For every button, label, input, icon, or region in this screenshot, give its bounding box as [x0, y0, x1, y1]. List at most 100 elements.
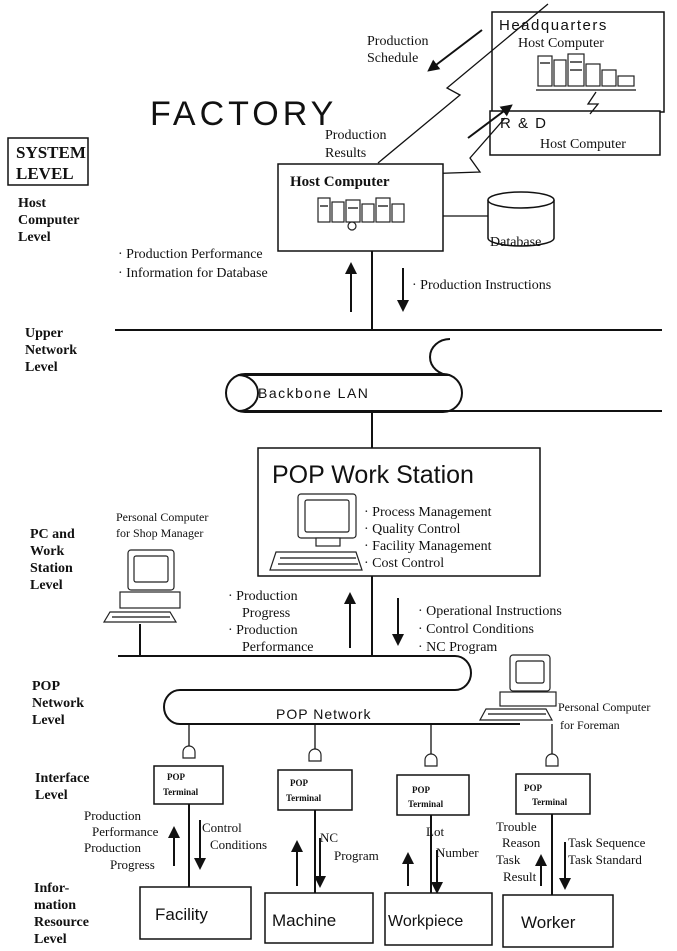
svg-text:Resource: Resource	[34, 915, 89, 930]
svg-text:Level: Level	[34, 932, 67, 947]
shop-manager-pc-line-2: for Shop Manager	[116, 526, 203, 540]
pop-terminal-1: POP Terminal	[153, 724, 224, 805]
headquarters-subtitle: Host Computer	[518, 36, 604, 51]
backbone-lan: Backbone LAN	[115, 329, 662, 413]
workpiece-down-text: Lot Number	[426, 824, 479, 860]
host-computer-icon	[317, 197, 405, 231]
level-label-interface: Interface Level	[35, 771, 89, 803]
svg-text:Work: Work	[30, 544, 64, 559]
svg-text:Terminal: Terminal	[408, 799, 444, 809]
resource-worker: Worker	[502, 894, 614, 948]
resource-workpiece: Workpiece	[384, 892, 493, 946]
workstation-function-2: · Quality Control	[364, 522, 461, 537]
pop-network: POP Network	[118, 655, 520, 725]
svg-text:Conditions: Conditions	[210, 837, 267, 852]
svg-text:NC: NC	[320, 830, 338, 845]
level-label-information-resource: Infor- mation Resource Level	[34, 881, 89, 947]
svg-text:Infor-: Infor-	[34, 881, 70, 896]
workstation-function-1: · Process Management	[364, 505, 492, 520]
svg-text:Progress: Progress	[242, 606, 290, 621]
svg-text:Progress: Progress	[110, 857, 155, 872]
workstation-computer-icon	[269, 493, 363, 571]
headquarters-title: Headquarters	[499, 17, 608, 34]
svg-text:Task Standard: Task Standard	[568, 852, 642, 867]
system-level-box: SYSTEM LEVEL	[7, 137, 89, 186]
svg-text:Workpiece: Workpiece	[388, 913, 463, 930]
workstation-up-items: · Production Progress · Production Perfo…	[228, 589, 314, 655]
pop-workstation-box: POP Work Station · Process Management · …	[257, 447, 541, 577]
foreman-pc-line-2: for Foreman	[560, 718, 620, 732]
production-results-line-2: Results	[325, 146, 366, 161]
link-hq-to-rnd	[586, 91, 600, 115]
svg-text:Task: Task	[496, 852, 521, 867]
level-label-pc-workstation: PC and Work Station Level	[30, 527, 75, 593]
headquarters-box: Headquarters Host Computer	[491, 11, 665, 113]
svg-text:Level: Level	[18, 230, 51, 245]
pop-network-label: POP Network	[276, 706, 372, 722]
resource-machine: Machine	[264, 892, 374, 944]
host-computer-box: Host Computer	[277, 163, 444, 252]
svg-text:· NC Program: · NC Program	[418, 640, 497, 655]
svg-text:Level: Level	[25, 360, 58, 375]
workstation-function-3: · Facility Management	[364, 539, 492, 554]
svg-text:PC and: PC and	[30, 527, 75, 542]
production-results-arrow	[467, 104, 513, 139]
svg-text:Station: Station	[30, 561, 73, 576]
svg-text:Worker: Worker	[521, 913, 576, 932]
production-results-line-1: Production	[325, 128, 386, 143]
system-level-line-1: SYSTEM	[16, 143, 86, 162]
svg-text:Interface: Interface	[35, 771, 89, 786]
system-level-line-2: LEVEL	[16, 164, 74, 183]
svg-text:POP: POP	[32, 679, 60, 694]
svg-text:Performance: Performance	[242, 640, 314, 655]
database-label: Database	[490, 235, 541, 250]
host-up-item-2: · Information for Database	[118, 266, 268, 281]
pop-terminal-4: POP Terminal	[515, 724, 591, 815]
svg-text:Program: Program	[334, 848, 379, 863]
facility-up-text: Production Performance Production Progre…	[84, 808, 159, 872]
host-computer-title: Host Computer	[290, 174, 390, 190]
svg-text:Level: Level	[30, 578, 63, 593]
svg-text:Level: Level	[32, 713, 65, 728]
svg-text:POP: POP	[524, 783, 542, 793]
production-schedule-line-2: Schedule	[367, 51, 418, 66]
svg-text:· Control Conditions: · Control Conditions	[418, 622, 534, 637]
foreman-pc-line-1: Personal Computer	[558, 700, 650, 714]
workstation-function-4: · Cost Control	[364, 556, 444, 571]
resource-facility: Facility	[139, 886, 252, 940]
svg-text:Network: Network	[32, 696, 84, 711]
pop-terminal-2: POP Terminal	[277, 724, 353, 811]
svg-text:· Production: · Production	[228, 623, 298, 638]
database-icon	[443, 191, 555, 247]
svg-text:mation: mation	[34, 898, 76, 913]
svg-text:Facility: Facility	[155, 905, 208, 924]
svg-text:Terminal: Terminal	[163, 787, 199, 797]
svg-text:Terminal: Terminal	[532, 797, 568, 807]
shop-manager-pc-line-1: Personal Computer	[116, 510, 208, 524]
link-to-headquarters	[377, 3, 549, 164]
svg-text:Performance: Performance	[92, 824, 159, 839]
svg-text:Trouble: Trouble	[496, 819, 537, 834]
svg-text:Terminal: Terminal	[286, 793, 322, 803]
headquarters-computer-icon	[536, 53, 636, 91]
facility-down-text: Control Conditions	[202, 820, 267, 852]
rnd-box: R & D Host Computer	[489, 110, 661, 156]
pop-terminal-3: POP Terminal	[396, 724, 470, 816]
svg-text:Result: Result	[503, 869, 537, 884]
worker-down-text: Task Sequence Task Standard	[568, 835, 646, 867]
svg-text:Production: Production	[84, 808, 142, 823]
machine-down-text: NC Program	[320, 830, 379, 863]
workstation-down-items: · Operational Instructions · Control Con…	[418, 604, 562, 655]
svg-text:Number: Number	[436, 845, 479, 860]
svg-text:Task Sequence: Task Sequence	[568, 835, 646, 850]
svg-text:Upper: Upper	[25, 326, 63, 341]
pop-workstation-title: POP Work Station	[272, 461, 474, 489]
rnd-title: R & D	[500, 115, 548, 132]
svg-text:Lot: Lot	[426, 824, 444, 839]
svg-text:Network: Network	[25, 343, 77, 358]
svg-text:Computer: Computer	[18, 213, 79, 228]
svg-text:Production: Production	[84, 840, 142, 855]
svg-text:Reason: Reason	[502, 835, 541, 850]
level-label-upper-network: Upper Network Level	[25, 326, 77, 375]
svg-text:POP: POP	[290, 778, 308, 788]
